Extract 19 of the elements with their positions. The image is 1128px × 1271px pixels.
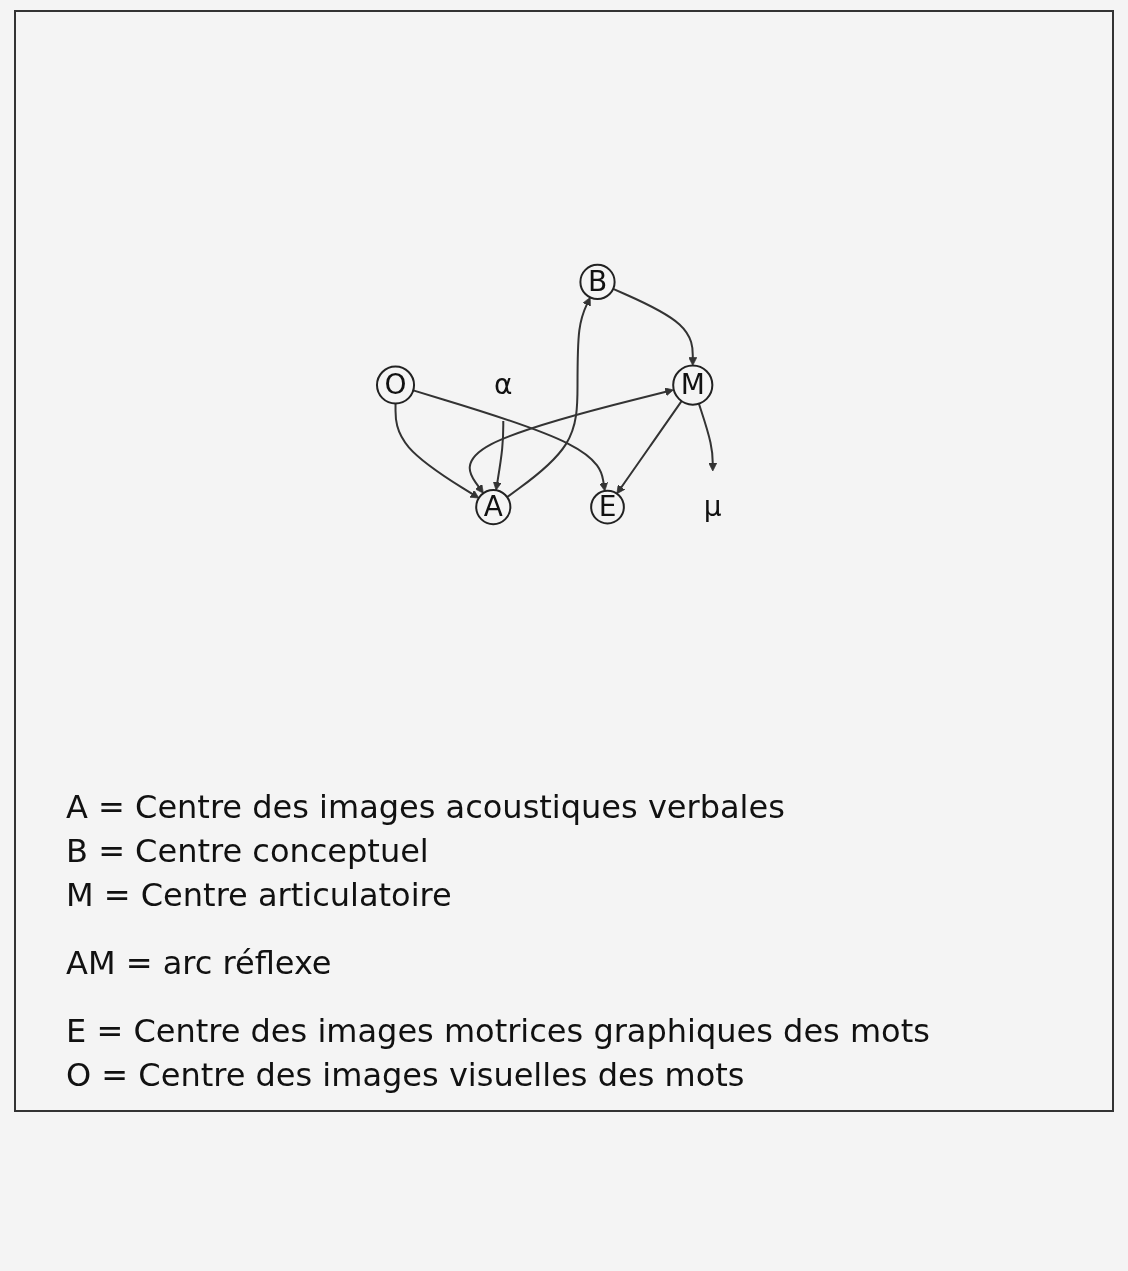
node-circle: O (375, 365, 415, 405)
node-text: μ (703, 490, 722, 524)
arrow (616, 400, 683, 495)
arrow (468, 387, 674, 494)
key-text: AM = arc réflexe (66, 944, 333, 982)
node-circle: B (579, 263, 616, 301)
node-circle: A (474, 488, 511, 526)
key-text: M = Centre articulatoire (66, 876, 453, 914)
key-text: A = Centre des images acoustiques verbales (66, 788, 786, 826)
arrow (394, 402, 479, 499)
arrow (492, 420, 504, 491)
key-text: B = Centre conceptuel (66, 832, 430, 870)
node-text: α (493, 368, 513, 402)
node-circle: E (589, 489, 625, 525)
arrow (505, 297, 591, 499)
key-text: O = Centre des images visuelles des mots (66, 1056, 746, 1094)
key-text: E = Centre des images motrices graphiques des mots (66, 1012, 931, 1050)
node-circle: M (671, 364, 713, 406)
arrow (697, 402, 717, 472)
